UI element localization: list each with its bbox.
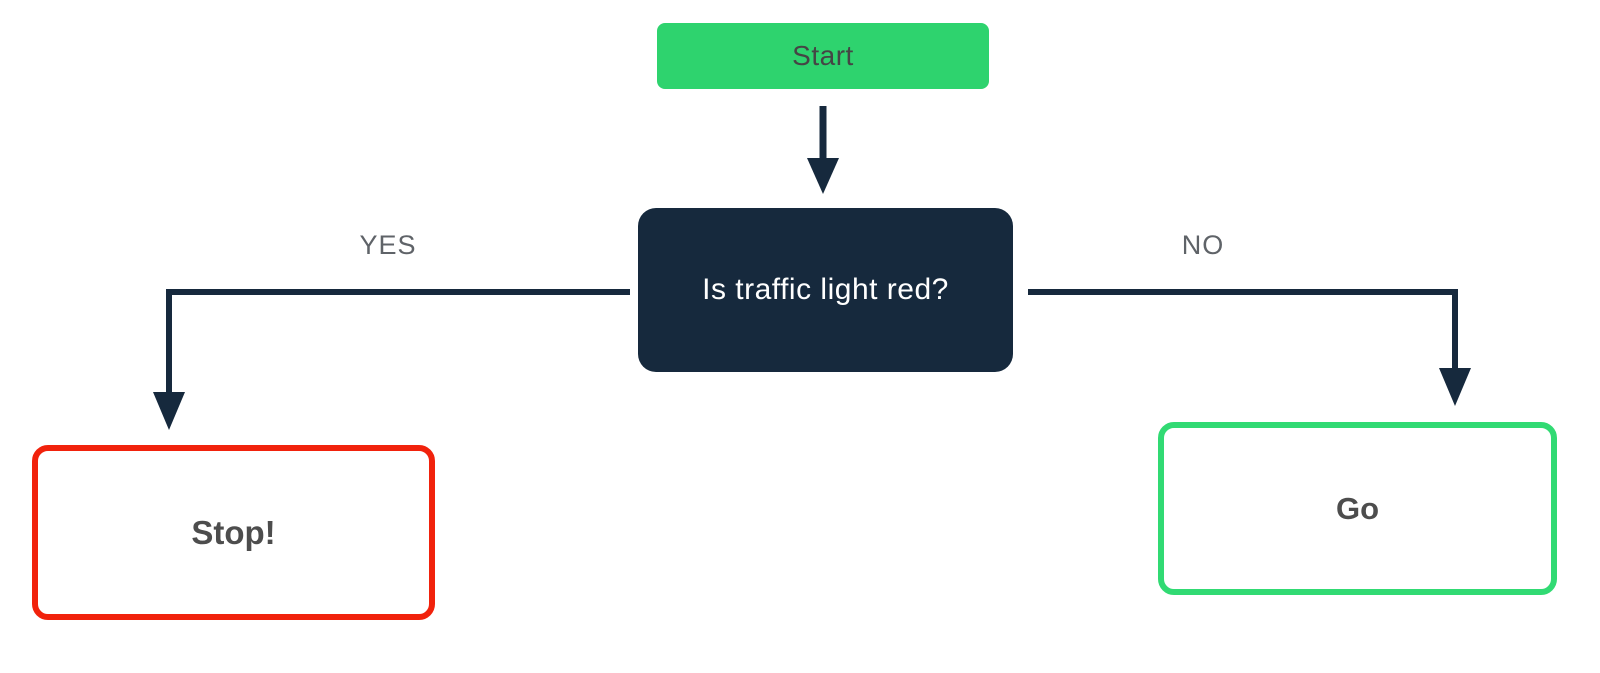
node-stop: Stop! [32,445,435,620]
node-go: Go [1158,422,1557,595]
edge-label-no: NO [1181,230,1225,260]
node-question-label: Is traffic light red? [702,273,949,306]
edge-yes [153,289,630,430]
node-start: Start [657,23,989,89]
node-question: Is traffic light red? [638,208,1013,372]
edge-start-to-question-arrowhead-icon [807,158,839,194]
edge-yes-arrowhead-icon [153,392,185,430]
node-start-label: Start [792,40,854,71]
node-stop-label: Stop! [191,513,276,551]
node-go-label: Go [1335,490,1380,526]
edge-label-yes: YES [359,230,417,260]
edge-yes-shaft [166,289,630,394]
edge-no-arrowhead-icon [1439,368,1471,406]
edge-no [1028,289,1471,406]
edge-no-shaft [1028,289,1458,370]
edge-start-to-question [807,106,839,194]
